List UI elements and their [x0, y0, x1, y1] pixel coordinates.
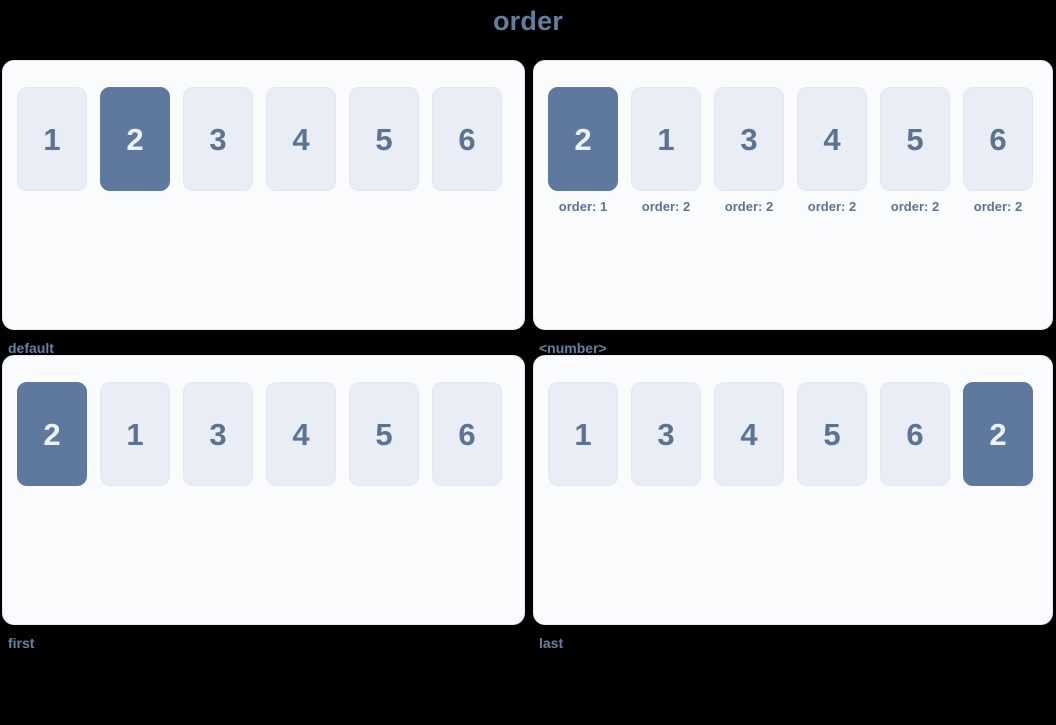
order-value-label: order: 2: [973, 199, 1023, 214]
flex-item[interactable]: 4: [266, 382, 336, 486]
flex-item-wrapper: 3 order: 2: [714, 87, 784, 213]
flex-item[interactable]: 5: [880, 87, 950, 191]
flex-item-active[interactable]: 2: [17, 382, 87, 486]
flex-item[interactable]: 3: [183, 382, 253, 486]
flex-item[interactable]: 3: [183, 87, 253, 191]
flex-item-wrapper: 2: [17, 382, 87, 486]
flex-item-wrapper: 2: [963, 382, 1033, 486]
panel-caption-last: last: [539, 635, 564, 651]
flex-item-wrapper: 3: [183, 87, 253, 191]
flex-item-wrapper: 5 order: 2: [880, 87, 950, 213]
flex-item-wrapper: 6: [432, 382, 502, 486]
flex-item-wrapper: 4: [714, 382, 784, 486]
flex-item[interactable]: 5: [349, 382, 419, 486]
demo-panel-number: 2 order: 1 1 order: 2 3 order: 2 4 order: 2 5 ord…: [533, 60, 1053, 330]
flex-item-active[interactable]: 2: [548, 87, 618, 191]
flex-item[interactable]: 4: [714, 382, 784, 486]
flex-item-wrapper: 1: [548, 382, 618, 486]
flex-item[interactable]: 6: [432, 382, 502, 486]
flex-item[interactable]: 1: [548, 382, 618, 486]
panel-caption-default: default: [8, 340, 54, 356]
panel-caption-first: first: [8, 635, 35, 651]
flex-item-wrapper: 4 order: 2: [797, 87, 867, 213]
order-value-label: order: 2: [641, 199, 691, 214]
flex-item-wrapper: 3: [631, 382, 701, 486]
flex-item[interactable]: 4: [797, 87, 867, 191]
flex-item-wrapper: 2: [100, 87, 170, 191]
flex-item-wrapper: 3: [183, 382, 253, 486]
flex-item-wrapper: 1: [17, 87, 87, 191]
flex-item-wrapper: 4: [266, 382, 336, 486]
flex-item[interactable]: 6: [432, 87, 502, 191]
item-list-number: 2 order: 1 1 order: 2 3 order: 2 4 order: 2 5 ord…: [548, 87, 1052, 213]
flex-item[interactable]: 5: [797, 382, 867, 486]
flex-item[interactable]: 6: [963, 87, 1033, 191]
flex-item-active[interactable]: 2: [100, 87, 170, 191]
flex-item-wrapper: 2 order: 1: [548, 87, 618, 213]
page-title: order: [492, 6, 564, 36]
order-value-label: order: 2: [890, 199, 940, 214]
flex-item-wrapper: 6: [880, 382, 950, 486]
flex-item-wrapper: 4: [266, 87, 336, 191]
flex-item-active[interactable]: 2: [963, 382, 1033, 486]
flex-item[interactable]: 6: [880, 382, 950, 486]
flex-item-wrapper: 1 order: 2: [631, 87, 701, 213]
flex-item[interactable]: 1: [100, 382, 170, 486]
flex-item-wrapper: 6 order: 2: [963, 87, 1033, 213]
order-value-label: order: 1: [558, 199, 608, 214]
flex-item-wrapper: 5: [797, 382, 867, 486]
flex-item[interactable]: 4: [266, 87, 336, 191]
order-value-label: order: 2: [724, 199, 774, 214]
flex-item[interactable]: 1: [17, 87, 87, 191]
flex-item-wrapper: 6: [432, 87, 502, 191]
flex-item-wrapper: 5: [349, 87, 419, 191]
flex-item[interactable]: 1: [631, 87, 701, 191]
order-value-label: order: 2: [807, 199, 857, 214]
flex-item-wrapper: 5: [349, 382, 419, 486]
flex-item[interactable]: 3: [631, 382, 701, 486]
flex-item[interactable]: 5: [349, 87, 419, 191]
panel-caption-number: <number>: [539, 340, 607, 356]
flex-item[interactable]: 3: [714, 87, 784, 191]
panel-cell-number: 2 order: 1 1 order: 2 3 order: 2 4 order: 2 5 ord…: [528, 60, 1056, 355]
flex-item-wrapper: 1: [100, 382, 170, 486]
